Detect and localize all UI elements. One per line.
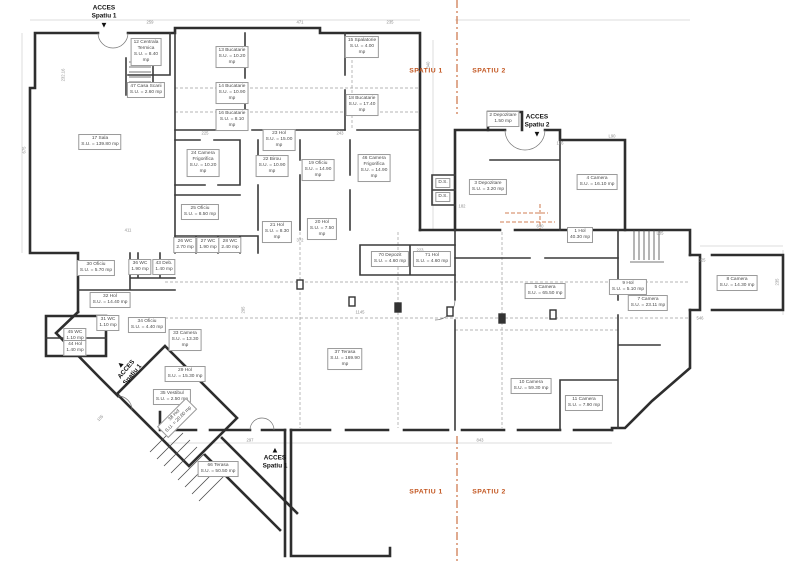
access-label: ACCES Spatiu 2 <box>524 113 550 129</box>
triangle-down-icon: ▼ <box>100 20 108 30</box>
room-label: D.S. <box>435 178 451 188</box>
room-label: 27 WC 1.90 mp <box>196 237 220 253</box>
room-label: 9 Hol S.U. = 5.10 mp <box>608 279 648 295</box>
dimension-label: 232.16 <box>60 68 66 82</box>
room-label: 28 WC 2.40 mp <box>218 237 242 253</box>
room-label: 32 Hol S.U. = 14.40 mp <box>89 292 131 308</box>
stairs <box>129 61 664 502</box>
dimension-label: 675 <box>21 146 27 154</box>
room-label: 3 Depozitare S.U. = 3.20 mp <box>468 179 508 195</box>
room-label: 30 Oficiu S.U. = 5.70 mp <box>76 260 116 276</box>
room-label: 71 Hol S.U. = 4.60 mp <box>412 251 452 267</box>
dimension-label: 243 <box>336 130 344 136</box>
room-label: 17 Sala S.U. = 139.80 mp <box>78 134 122 150</box>
room-label: 25 Oficiu S.U. = 8.50 mp <box>180 204 220 220</box>
dimension-label: 259 <box>146 19 154 25</box>
room-label: 1 Hol 40.30 mp <box>566 227 594 243</box>
dimension-label: 235 <box>774 278 780 286</box>
room-label: 23 Hol S.U. = 15.00 mp <box>262 129 296 151</box>
dimension-label: 223 <box>416 247 424 253</box>
room-label: 36 WC 1.90 mp <box>128 259 152 275</box>
dimension-label: 225 <box>201 130 209 136</box>
room-label: 10 Camera S.U. = 59.30 mp <box>510 378 552 394</box>
room-label: 47 Casa Scarii S.U. = 2.60 mp <box>126 82 166 98</box>
zone-label-spatiu1-top: SPATIU 1 <box>409 67 443 75</box>
outer-walls <box>28 26 785 558</box>
room-label: 46 Camera Frigorifica S.U. = 14.90 mp <box>357 154 391 182</box>
dimension-label: 235 <box>386 19 394 25</box>
room-label: 29 Hol S.U. = 15.30 mp <box>164 366 206 382</box>
triangle-up-icon: ▲ <box>271 445 279 455</box>
room-label: 19 Oficiu S.U. = 14.90 mp <box>301 159 335 181</box>
zone-separation-line <box>456 0 555 563</box>
room-label: 44 Hol 1.40 mp <box>63 340 87 356</box>
room-label: 8 Camera S.U. = 14.30 mp <box>716 275 758 291</box>
room-label: 24 Camera Frigorifica S.U. = 10.20 mp <box>186 149 220 177</box>
room-label: 43 Deb. 1.40 mp <box>152 259 176 275</box>
room-label: 15 Spalatorie S.U. = 4.00 mp <box>344 36 380 58</box>
dimension-label: 295 <box>240 306 246 314</box>
room-label: 16 Bucatarie S.U. = 8.10 mp <box>215 109 249 131</box>
access-marker: ACCES Spatiu 2▼ <box>525 114 550 139</box>
room-label: 2 Depozitare 1.50 mp <box>486 111 520 127</box>
room-label: 20 Hol S.U. = 7.50 mp <box>306 218 338 240</box>
room-label: 22 Birou S.U. = 10.90 mp <box>255 155 289 177</box>
room-label: 33 Camera S.U. = 13.30 mp <box>168 329 202 351</box>
room-label: 21 Hol S.U. = 8.30 mp <box>261 221 293 243</box>
dimension-label: 176 <box>556 140 564 146</box>
dimension-label: L90 <box>608 133 616 139</box>
room-label: 5 Camera S.U. = 65.50 mp <box>524 283 566 299</box>
dimension-label: 1145 <box>355 309 365 315</box>
dimension-label: 182 <box>458 203 466 209</box>
room-label: 37 Terasa S.U. = 169.90 mp <box>327 348 363 370</box>
room-label: 26 WC 2.70 mp <box>173 237 197 253</box>
zone-label-spatiu2-bottom: SPATIU 2 <box>472 488 506 496</box>
columns <box>296 279 557 324</box>
dimension-label: 546 <box>696 315 704 321</box>
dimension-label: 471 <box>296 19 304 25</box>
triangle-down-icon: ▼ <box>533 129 541 139</box>
room-label: 31 WC 1.10 mp <box>96 315 120 331</box>
dimension-label: 640 <box>536 223 544 229</box>
access-marker: ▲ACCES Spatiu 1 <box>262 445 288 472</box>
room-label: 14 Bucatarie S.U. = 10.90 mp <box>215 82 249 104</box>
room-label: 18 Bucatarie S.U. = 17.40 mp <box>345 94 379 116</box>
room-label: 12 Centrala Termica S.U. = 8.40 mp <box>130 38 162 66</box>
access-label: ACCES Spatiu 1 <box>91 4 117 20</box>
dimension-label: 372 <box>296 237 304 243</box>
dimension-label: L85 <box>656 230 664 236</box>
dimension-lines <box>21 19 784 444</box>
room-label: 7 Camera S.U. = 23.11 mp <box>627 295 669 311</box>
dimension-label: 325 <box>698 257 706 263</box>
room-label: 70 Depozit S.U. = 4.60 mp <box>370 251 410 267</box>
room-label: 13 Bucatarie S.U. = 10.20 mp <box>215 46 249 68</box>
room-label: 34 Oficiu S.U. = 4.40 mp <box>127 317 167 333</box>
access-marker: ACCES Spatiu 1▼ <box>92 5 117 30</box>
dimension-label: 843 <box>476 437 484 443</box>
access-label: ACCES Spatiu 1 <box>262 454 288 470</box>
zone-label-spatiu2-top: SPATIU 2 <box>472 67 506 75</box>
room-label: 4 Camera S.U. = 16.10 mp <box>576 174 618 190</box>
room-label: 66 Terasa S.U. = 50.50 mp <box>197 461 239 477</box>
room-label: 11 Camera S.U. = 7.90 mp <box>564 395 604 411</box>
dimension-label: 297 <box>246 437 254 443</box>
dimension-label: 411 <box>124 227 132 233</box>
room-label: D.S. <box>435 192 451 202</box>
zone-label-spatiu1-bottom: SPATIU 1 <box>409 488 443 496</box>
